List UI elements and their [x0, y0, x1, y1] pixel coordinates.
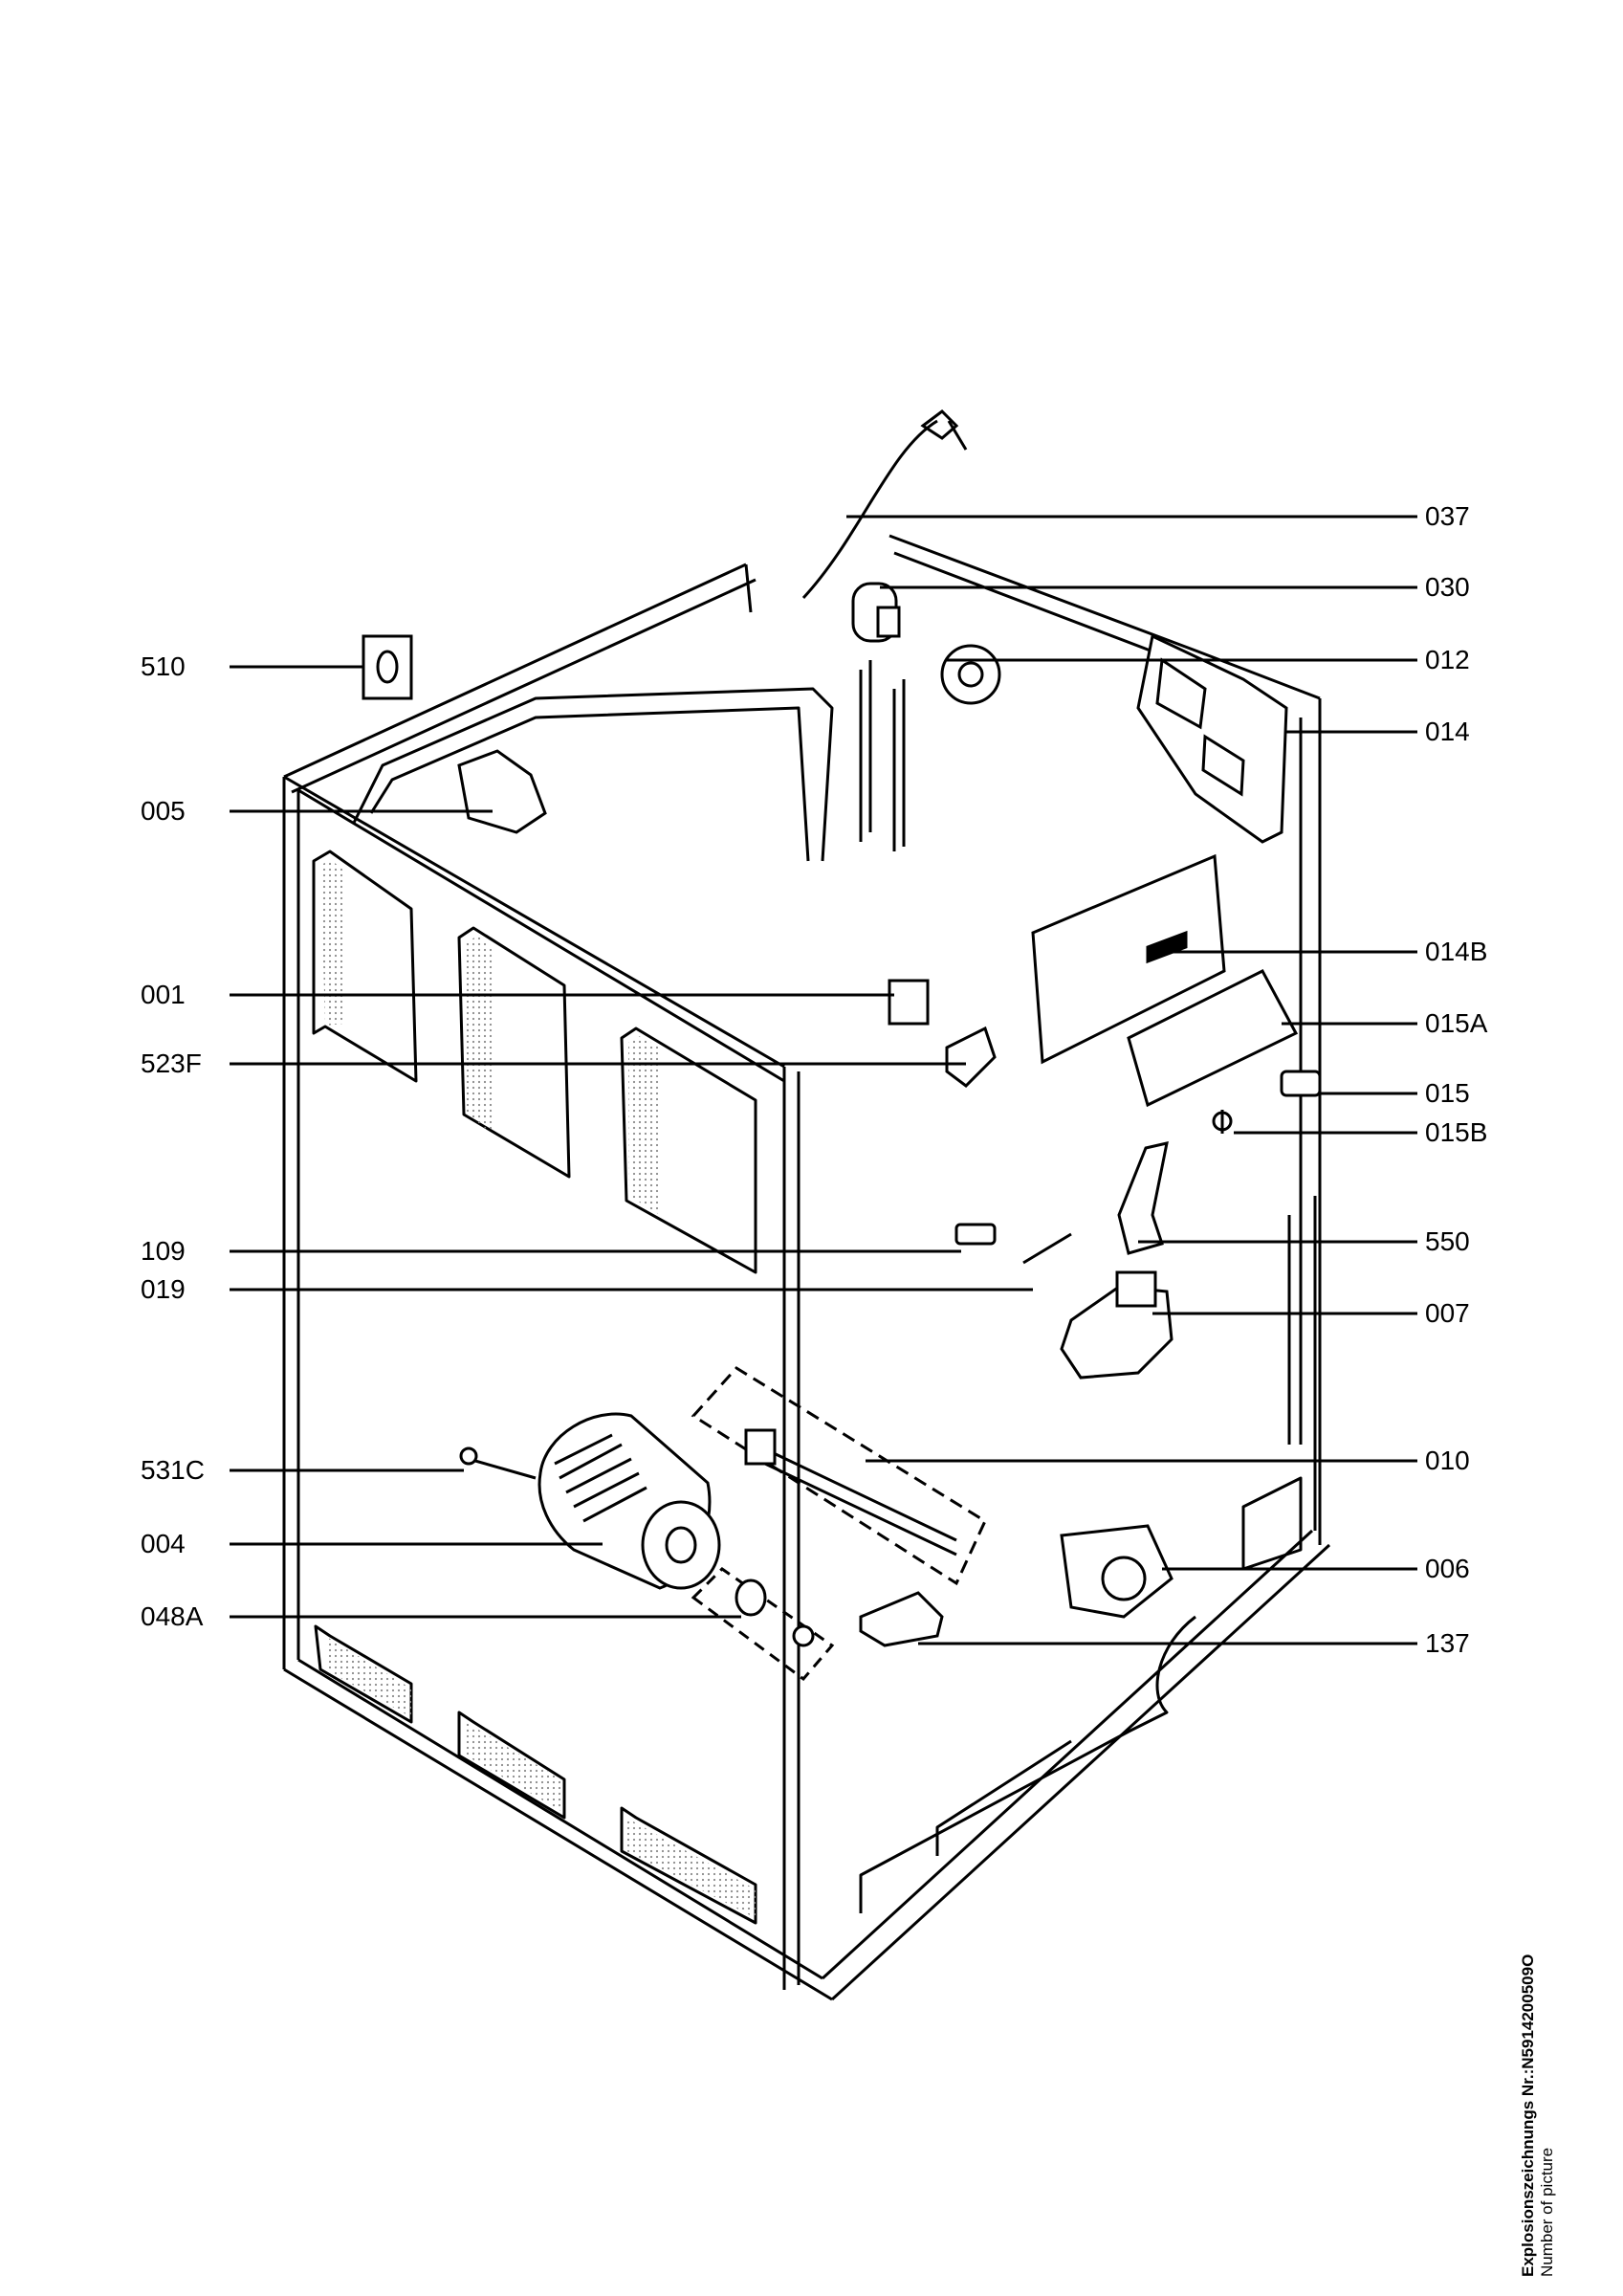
callout-007: 007 [1425, 1298, 1470, 1328]
component-screw-531C [459, 1446, 537, 1480]
window-shading [320, 859, 756, 1918]
callout-004: 004 [141, 1529, 186, 1558]
component-pump-006 [1060, 1524, 1173, 1619]
component-capacitor [851, 582, 901, 643]
component-pressure-switch [940, 644, 1001, 705]
component-parts-001-523F [888, 979, 997, 1088]
callout-006: 006 [1425, 1554, 1470, 1583]
caption-subtitle: Number of picture [1538, 2147, 1556, 2277]
component-heater-010 [691, 1366, 987, 1586]
component-motor-004 [537, 1412, 721, 1590]
callout-015A: 015A [1425, 1008, 1488, 1038]
callout-012: 012 [1425, 645, 1470, 674]
component-bracket-014 [1136, 633, 1288, 844]
component-screw-015B [1212, 1110, 1233, 1134]
callout-510: 510 [141, 651, 186, 681]
callout-048A: 048A [141, 1601, 204, 1631]
callout-014B: 014B [1425, 937, 1488, 966]
component-mains-cable [801, 409, 968, 600]
caption-title: Explosionszeichnungs Nr.:N5914200509O [1519, 1954, 1537, 2277]
caption: Explosionszeichnungs Nr.:N5914200509O Nu… [1519, 1875, 1557, 2277]
component-parts-109-019 [954, 1223, 1072, 1265]
component-control-board-014B [1031, 853, 1226, 1065]
component-knob-015 [1280, 1070, 1322, 1097]
callout-005: 005 [141, 796, 186, 826]
component-board-015A [1127, 969, 1299, 1108]
leader-lines [230, 515, 1417, 1645]
callout-523F: 523F [141, 1049, 202, 1078]
component-brushes-048A [691, 1567, 835, 1682]
callout-137: 137 [1425, 1628, 1470, 1658]
cabinet-frame [282, 534, 1331, 2001]
callout-030: 030 [1425, 572, 1470, 602]
callout-109: 109 [141, 1236, 186, 1266]
callout-015B: 015B [1425, 1117, 1488, 1147]
callout-014: 014 [1425, 717, 1470, 746]
callout-010: 010 [1425, 1446, 1470, 1475]
component-sensor-137 [859, 1591, 944, 1647]
callout-550: 550 [1425, 1226, 1470, 1256]
callout-015: 015 [1425, 1078, 1470, 1108]
callout-531C: 531C [141, 1455, 205, 1485]
callout-019: 019 [141, 1274, 186, 1304]
component-lever-550 [1117, 1141, 1169, 1255]
callout-037: 037 [1425, 501, 1470, 531]
callout-001: 001 [141, 980, 186, 1009]
component-door-lock-007 [1060, 1270, 1173, 1380]
